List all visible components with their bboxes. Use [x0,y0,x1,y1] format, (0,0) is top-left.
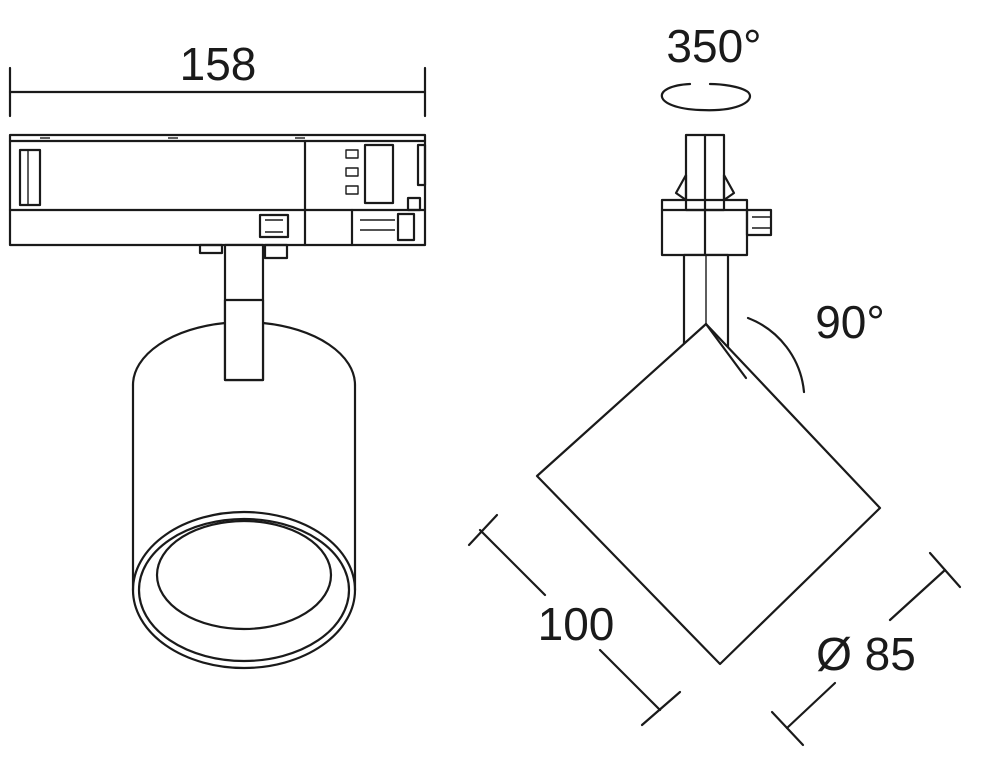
tilted-body [535,322,882,666]
side-adapter [660,133,773,257]
side-view: 350° 90° [467,20,962,747]
diameter-label: Ø 85 [816,628,916,680]
tilt-dimension: 90° [746,296,885,394]
front-view: 158 [8,38,427,670]
width-dimension: 158 [8,38,427,118]
rotation-label: 350° [666,20,761,72]
width-label: 158 [180,38,257,90]
rotation-dimension: 350° [660,20,762,112]
length-dimension: 100 [467,513,682,727]
diameter-dimension: Ø 85 [770,551,962,747]
track-adapter [8,133,427,260]
cylinder-body [131,298,357,670]
length-label: 100 [538,598,615,650]
tilt-label: 90° [815,296,885,348]
